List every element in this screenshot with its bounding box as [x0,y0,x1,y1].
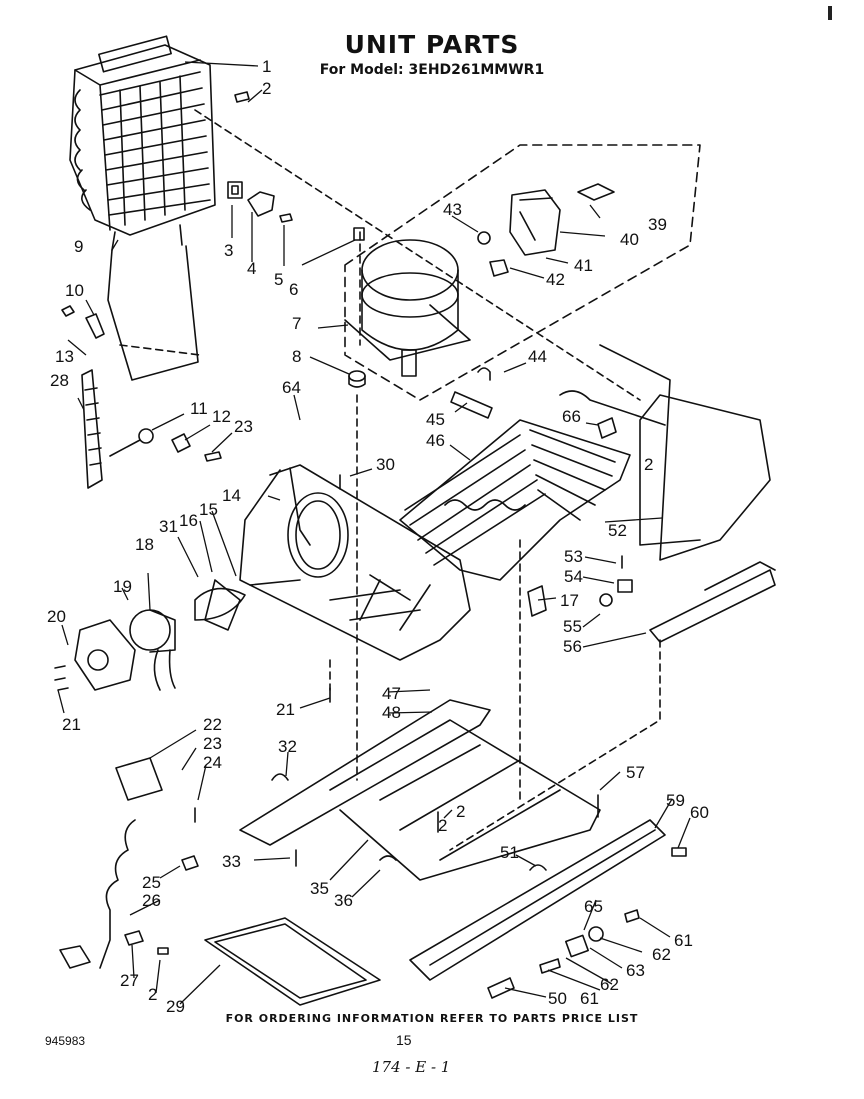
callout-18: 18 [135,535,154,554]
binder-mark [828,6,832,20]
callout-62: 62 [652,945,671,964]
model-subtitle: For Model: 3EHD261MMWR1 [319,62,545,78]
callout-5: 5 [274,270,283,289]
callout-33: 33 [222,852,241,871]
callout-6: 6 [289,280,298,299]
callout-4: 4 [247,259,256,278]
callout-40: 40 [620,230,639,249]
callout-65: 65 [584,897,603,916]
callout-46: 46 [426,431,445,450]
ordering-note: FOR ORDERING INFORMATION REFER TO PARTS … [225,1012,639,1025]
callout-15: 15 [199,500,218,519]
callout-9: 9 [74,237,83,256]
callout-48: 48 [382,703,401,722]
callout-20: 20 [47,607,66,626]
callout-55: 55 [563,617,582,636]
callout-21: 21 [62,715,81,734]
callout-43: 43 [443,200,462,219]
callout-36: 36 [334,891,353,910]
callout-2e: 2 [148,985,157,1004]
callout-47: 47 [382,684,401,703]
callout-7: 7 [292,314,301,333]
callout-54: 54 [564,567,583,586]
callout-21b: 21 [276,700,295,719]
callout-31: 31 [159,517,178,536]
callout-63: 63 [626,961,645,980]
callout-23: 23 [234,417,253,436]
callout-1: 1 [262,57,271,76]
callout-2: 2 [262,79,271,98]
callout-25: 25 [142,873,161,892]
callout-41: 41 [574,256,593,275]
callout-28: 28 [50,371,69,390]
document-code: 945983 [45,1034,86,1048]
callout-3: 3 [224,241,233,260]
callout-32: 32 [278,737,297,756]
evaporator-coil [399,419,631,581]
callout-16: 16 [179,511,198,530]
callout-2c: 2 [438,816,447,835]
callout-42: 42 [546,270,565,289]
callout-59: 59 [666,791,685,810]
callout-61: 61 [674,931,693,950]
callout-17: 17 [560,591,579,610]
page-title: UNIT PARTS [344,30,520,59]
callout-23b: 23 [203,734,222,753]
callout-64: 64 [282,378,301,397]
callout-44: 44 [528,347,547,366]
callout-11: 11 [190,399,208,418]
callout-13: 13 [55,347,74,366]
callout-51: 51 [500,843,519,862]
callout-10: 10 [65,281,84,300]
callout-62b: 62 [600,975,619,994]
callout-66: 66 [562,407,581,426]
callout-53: 53 [564,547,583,566]
callout-52: 52 [608,521,627,540]
callout-39: 39 [648,215,667,234]
callout-29: 29 [166,997,185,1016]
page-number: 15 [396,1032,412,1048]
callout-26: 26 [142,891,161,910]
callout-45: 45 [426,410,445,429]
callout-14: 14 [222,486,241,505]
callout-2d: 2 [456,802,465,821]
handwritten-reference: 174 - E - 1 [372,1058,451,1076]
callout-24: 24 [203,753,222,772]
callout-60: 60 [690,803,709,822]
callout-35: 35 [310,879,329,898]
callout-30: 30 [376,455,395,474]
callout-27: 27 [120,971,139,990]
callout-57: 57 [626,763,645,782]
compressor [344,227,471,377]
condenser-coil [69,35,216,251]
callout-61b: 61 [580,989,599,1008]
callout-50: 50 [548,989,567,1008]
callout-12: 12 [212,407,231,426]
callout-8: 8 [292,347,301,366]
callout-56: 56 [563,637,582,656]
callout-22: 22 [203,715,222,734]
callout-2b: 2 [644,455,653,474]
callout-19: 19 [113,577,132,596]
